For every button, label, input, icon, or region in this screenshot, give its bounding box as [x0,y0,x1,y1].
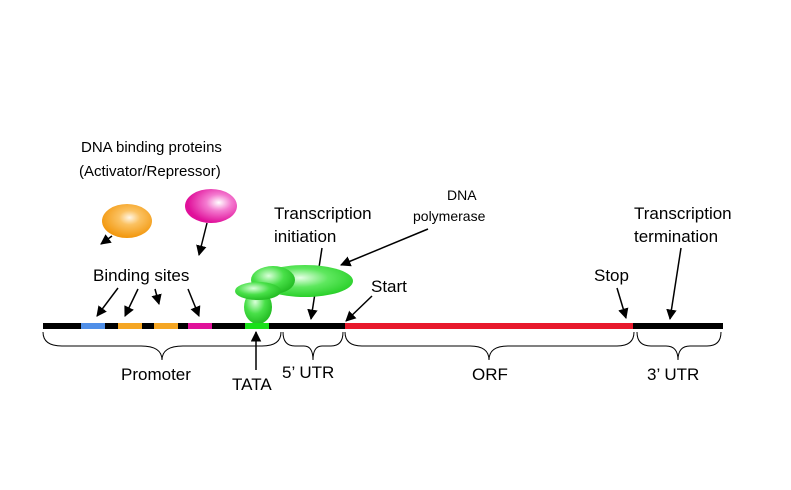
repressor-protein-icon [185,189,237,223]
orf-segment [345,323,633,329]
utr5-brace [282,331,344,361]
utr3-label: 3’ UTR [647,365,699,384]
tata-box [245,323,269,329]
binding-site-arrow-1 [96,287,119,317]
repressor-arrow [196,222,208,257]
binding-site-orange-1 [118,323,142,329]
dna-polymerase-arrow [340,228,429,267]
binding-site-arrow-3 [151,288,162,306]
polymerase-label: polymerase [413,208,486,224]
activator-arrow [100,234,113,245]
transcription-termination-arrow [666,247,682,321]
binding-site-arrow-4 [187,288,201,317]
binding-site-blue [81,323,105,329]
termination-label: termination [634,227,718,246]
start-arrow [345,295,373,322]
binding-sites-label: Binding sites [93,266,189,285]
transcription-label: Transcription [274,204,372,223]
stop-label: Stop [594,266,629,285]
transcription-termination-label: Transcription [634,204,732,223]
start-label: Start [371,277,407,296]
polymerase-top-icon [235,282,281,300]
activator-repressor-label: (Activator/Repressor) [79,163,221,180]
orf-label: ORF [472,365,508,384]
orf-brace [344,331,635,361]
utr5-label: 5’ UTR [282,363,334,382]
dna-binding-proteins-label: DNA binding proteins [81,139,222,156]
binding-site-arrow-2 [124,288,139,317]
stop-arrow [616,287,629,320]
utr3-brace [636,331,722,361]
binding-site-orange-2 [154,323,178,329]
dna-label: DNA [447,187,477,203]
promoter-label: Promoter [121,365,191,384]
activator-protein-icon [102,204,152,238]
initiation-label: initiation [274,227,336,246]
tata-label: TATA [232,375,272,394]
promoter-brace [42,331,282,361]
binding-site-magenta [188,323,212,329]
